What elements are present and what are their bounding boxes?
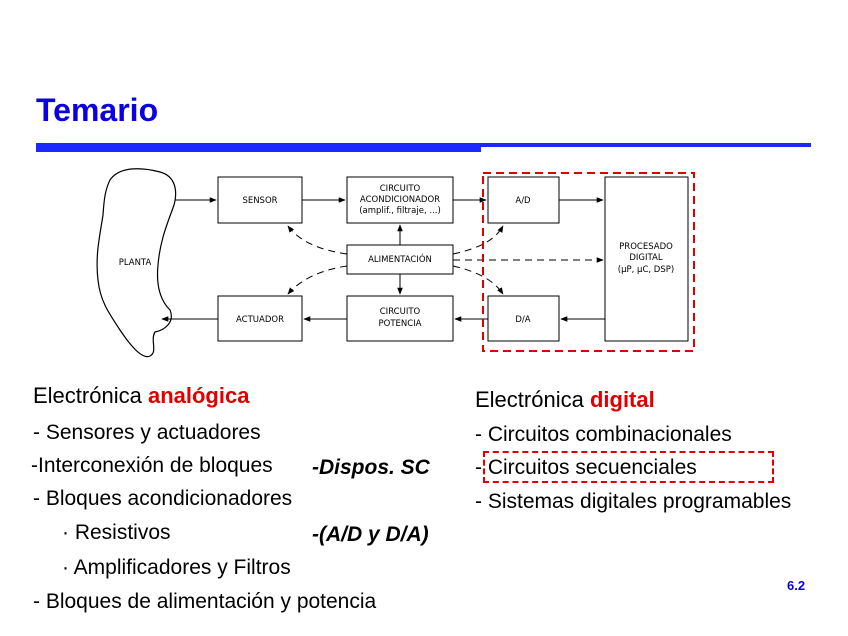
dashed-arrow-ad: [453, 226, 503, 254]
digital-heading: Electrónica digital: [475, 387, 655, 413]
planta-label: PLANTA: [119, 258, 152, 268]
procesado-label-2: DIGITAL: [629, 253, 662, 263]
potencia-label-1: CIRCUITO: [380, 307, 421, 317]
digital-item-3: - Sistemas digitales programables: [475, 490, 791, 514]
block-diagram: PLANTA SENSOR CIRCUITO ACONDICIONADOR (a…: [0, 0, 848, 370]
ad-label: A/D: [515, 196, 531, 206]
analog-item-2: -Interconexión de bloques: [31, 454, 273, 478]
dashed-arrow-da: [453, 266, 503, 294]
acondicionador-label-3: (amplif., filtraje, ...): [359, 206, 441, 216]
analog-note-adda: -(A/D y D/A): [312, 523, 429, 547]
procesado-label-3: (µP, µC, DSP): [618, 265, 674, 275]
analog-item-3: - Bloques acondicionadores: [33, 487, 292, 511]
analog-heading: Electrónica analógica: [33, 383, 249, 409]
page-number: 6.2: [787, 578, 805, 593]
actuador-label: ACTUADOR: [236, 315, 284, 325]
analog-heading-highlight: analógica: [148, 383, 249, 408]
analog-subitem-1: · Resistivos: [62, 521, 171, 545]
digital-heading-prefix: Electrónica: [475, 387, 590, 412]
dashed-arrow-sensor: [288, 226, 347, 254]
procesado-label-1: PROCESADO: [619, 242, 673, 252]
digital-item-1: - Circuitos combinacionales: [475, 423, 732, 447]
sensor-label: SENSOR: [242, 196, 277, 206]
analog-subitem-2: · Amplificadores y Filtros: [62, 556, 291, 580]
secuenciales-highlight-box: [483, 451, 774, 483]
acondicionador-label-2: ACONDICIONADOR: [360, 195, 440, 205]
analog-item-1: - Sensores y actuadores: [33, 421, 261, 445]
digital-heading-highlight: digital: [590, 387, 655, 412]
analog-heading-prefix: Electrónica: [33, 383, 148, 408]
potencia-label-2: POTENCIA: [379, 319, 422, 329]
da-label: D/A: [515, 315, 530, 325]
analog-item-4: - Bloques de alimentación y potencia: [33, 590, 376, 614]
analog-note-dispos: -Dispos. SC: [312, 456, 430, 480]
acondicionador-label-1: CIRCUITO: [380, 184, 421, 194]
alimentacion-label: ALIMENTACIÓN: [368, 253, 432, 265]
dashed-arrow-actuador: [288, 266, 347, 294]
